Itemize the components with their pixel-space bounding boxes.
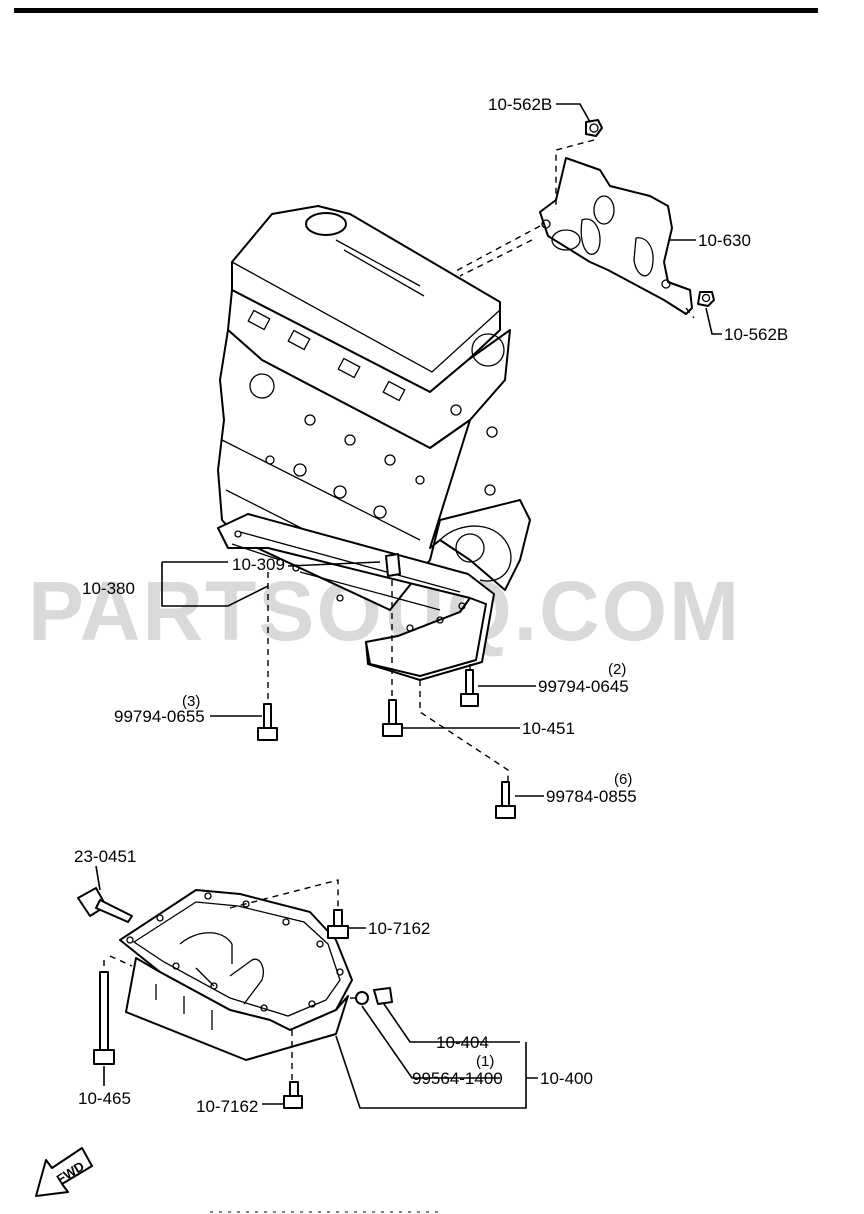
label-23-0451: 23-0451 (74, 847, 136, 866)
plug-10-309 (385, 553, 401, 577)
bolt-10-562B-top (585, 119, 603, 137)
label-10-562B-top: 10-562B (488, 95, 552, 114)
qty-99794-0655: (3) (182, 693, 200, 710)
label-10-7162-top: 10-7162 (368, 919, 430, 938)
plug-10-7162-bottom (283, 1081, 303, 1109)
label-10-404: 10-404 (436, 1033, 489, 1052)
label-99784-0855: 99784-0855 (546, 787, 637, 806)
bolt-10-562B-right (697, 291, 715, 307)
end-plate-10-630 (539, 157, 693, 315)
label-99564-1400: 99564-1400 (412, 1069, 503, 1088)
label-10-630: 10-630 (698, 231, 751, 250)
label-10-380: 10-380 (82, 579, 135, 598)
drain-plug-10-404 (355, 987, 393, 1005)
bolt-99794-0655 (257, 703, 278, 741)
qty-99784-0855: (6) (614, 771, 632, 788)
label-10-465: 10-465 (78, 1089, 131, 1108)
bolt-10-465 (93, 971, 115, 1065)
oil-pan-10-400 (119, 889, 353, 1061)
oil-pan-upper-10-380 (217, 513, 495, 681)
label-99794-0655: 99794-0655 (114, 707, 205, 726)
label-10-309: 10-309 (232, 555, 285, 574)
label-10-562B-right: 10-562B (724, 325, 788, 344)
bolt-10-451 (382, 699, 403, 737)
plug-10-7162-top (327, 909, 349, 939)
fwd-arrow: FWD (35, 1147, 93, 1197)
label-99794-0645: 99794-0645 (538, 677, 629, 696)
qty-99794-0645: (2) (608, 661, 626, 678)
bolt-99784-0855 (495, 781, 516, 819)
qty-99564-1400: (1) (476, 1053, 494, 1070)
bolt-99794-0645 (460, 669, 479, 707)
dipstick-23-0451 (77, 887, 133, 923)
top-border (14, 8, 818, 13)
label-10-7162-bottom: 10-7162 (196, 1097, 258, 1116)
label-10-400: 10-400 (540, 1069, 593, 1088)
label-10-451: 10-451 (522, 719, 575, 738)
